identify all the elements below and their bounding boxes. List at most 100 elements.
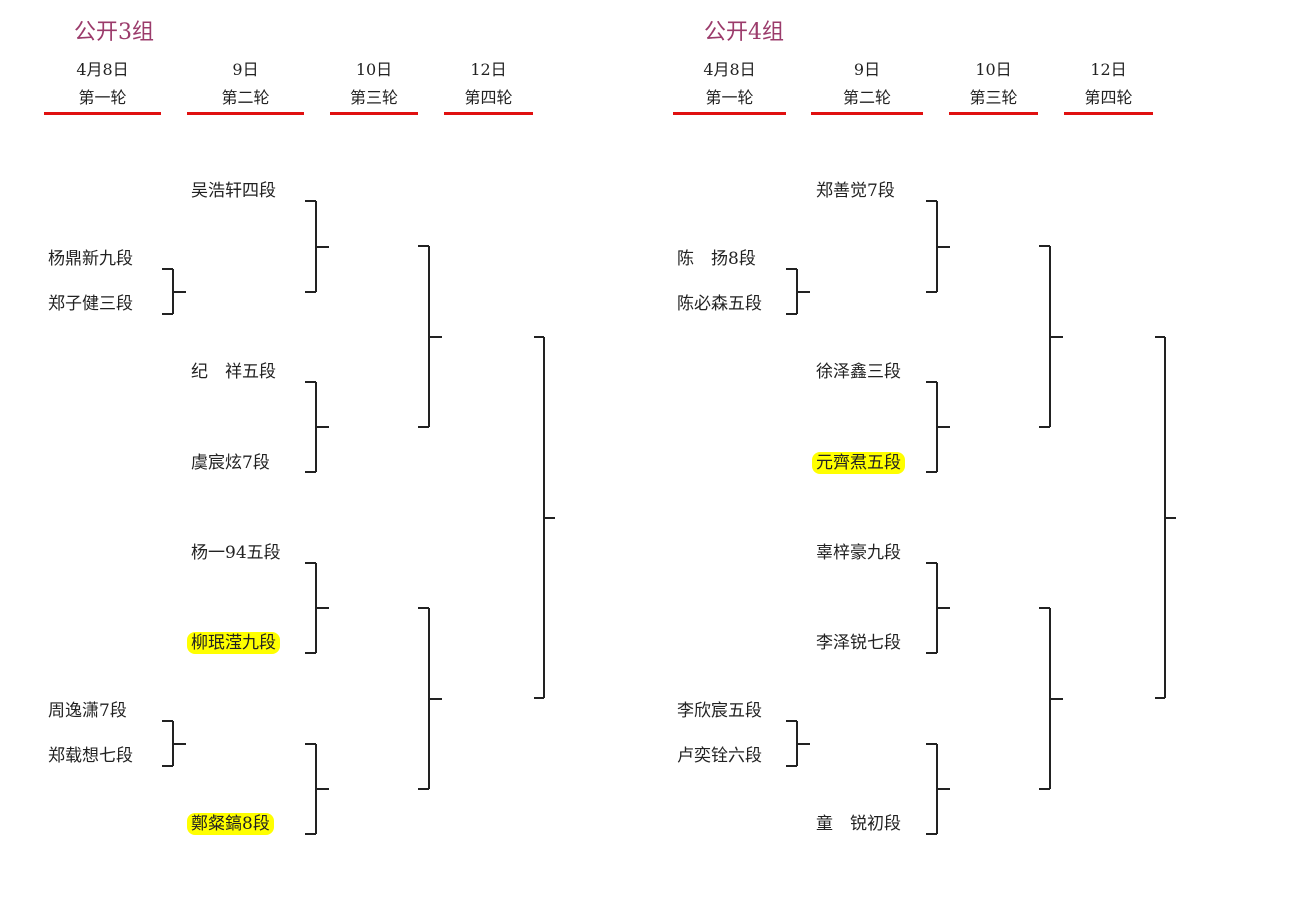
player-round2: 柳珉滢九段: [187, 632, 280, 654]
round-date: 4月8日: [703, 60, 756, 79]
round-date: 10日: [355, 60, 393, 79]
bracket-line: [534, 336, 544, 338]
bracket-line: [937, 245, 950, 248]
bracket-line: [418, 245, 429, 247]
round-label: 第四轮: [1084, 88, 1133, 107]
player-round2: 辜梓豪九段: [816, 543, 901, 563]
round-date: 9日: [232, 60, 259, 79]
bracket-line: [316, 426, 329, 428]
player-round1: 陈 扬8段: [677, 249, 756, 269]
player-round2: 李泽锐七段: [816, 633, 901, 653]
bracket-line: [1050, 335, 1063, 338]
bracket-line: [1155, 697, 1165, 699]
bracket-line: [1039, 426, 1050, 428]
bracket-line: [305, 381, 316, 383]
bracket-line: [786, 765, 797, 767]
player-round2: 徐泽鑫三段: [816, 362, 901, 382]
player-round2: 元齊焄五段: [812, 452, 905, 474]
bracket-line: [305, 562, 316, 564]
round-date: 10日: [975, 60, 1012, 79]
bracket-line: [1039, 245, 1050, 247]
bracket-line: [305, 652, 316, 654]
bracket-line: [418, 788, 429, 790]
round-label: 第二轮: [842, 88, 891, 107]
player-round2: 虞宸炫7段: [191, 453, 270, 473]
bracket-line: [926, 381, 937, 383]
bracket-line: [926, 562, 937, 564]
bracket-line: [926, 743, 937, 745]
player-round2: 吴浩轩四段: [191, 181, 276, 201]
round-header: 4月8日第一轮: [44, 56, 161, 115]
player-round2: 郑善觉7段: [816, 181, 895, 201]
player-round1: 周逸潇7段: [48, 701, 127, 721]
bracket-line: [162, 765, 173, 767]
player-round2: 鄭粲鎬8段: [187, 813, 274, 835]
round-header: 9日第二轮: [187, 56, 304, 115]
bracket-group-1: 公开3组 4月8日第一轮 9日第二轮 10日第三轮 12日第四轮杨鼎新九段郑子健三段周逸…: [0, 0, 630, 919]
group-title: 公开3组: [74, 20, 154, 45]
player-round1: 郑子健三段: [48, 294, 133, 314]
round-header: 12日第四轮: [444, 56, 533, 115]
player-round1: 郑载想七段: [48, 746, 133, 766]
round-date: 4月8日: [76, 60, 129, 79]
round-header: 9日第二轮: [811, 56, 923, 115]
round-label: 第一轮: [78, 88, 127, 107]
player-round1: 杨鼎新九段: [48, 249, 133, 269]
bracket-line: [418, 607, 429, 609]
round-label: 第一轮: [705, 88, 754, 107]
player-round2: 杨一94五段: [191, 543, 281, 563]
bracket-line: [1165, 516, 1176, 519]
bracket-line: [544, 516, 555, 519]
bracket-line: [173, 290, 186, 293]
bracket-line: [162, 720, 173, 722]
bracket-line: [937, 788, 950, 790]
bracket-line: [316, 245, 329, 248]
bracket-line: [316, 788, 329, 790]
round-header: 12日第四轮: [1064, 56, 1153, 115]
round-date: 12日: [1090, 60, 1127, 79]
player-round1: 陈必森五段: [677, 294, 762, 314]
bracket-line: [305, 833, 316, 835]
player-round2: 纪 祥五段: [191, 362, 276, 382]
bracket-line: [786, 268, 797, 270]
bracket-line: [937, 426, 950, 428]
bracket-line: [926, 833, 937, 835]
bracket-line: [1050, 697, 1063, 700]
bracket-line: [534, 697, 544, 699]
player-round1: 卢奕铨六段: [677, 746, 762, 766]
bracket-line: [1155, 336, 1165, 338]
bracket-line: [429, 335, 442, 338]
round-label: 第四轮: [464, 88, 513, 107]
bracket-line: [797, 290, 810, 293]
bracket-line: [1039, 788, 1050, 790]
round-date: 9日: [853, 60, 881, 79]
bracket-line: [926, 471, 937, 473]
bracket-line: [173, 742, 186, 745]
round-header: 10日第三轮: [330, 56, 418, 115]
group-title: 公开4组: [704, 20, 784, 45]
bracket-line: [418, 426, 429, 428]
bracket-line: [305, 471, 316, 473]
bracket-line: [305, 200, 316, 202]
player-round1: 李欣宸五段: [677, 701, 762, 721]
bracket-line: [429, 697, 442, 700]
bracket-line: [926, 200, 937, 202]
round-header: 10日第三轮: [949, 56, 1038, 115]
bracket-line: [786, 720, 797, 722]
bracket-line: [162, 313, 173, 315]
bracket-group-2: 公开4组 4月8日第一轮 9日第二轮 10日第三轮 12日第四轮陈 扬8段陈必森五段李欣…: [626, 0, 1256, 919]
bracket-line: [162, 268, 173, 270]
round-label: 第二轮: [221, 88, 270, 107]
bracket-line: [305, 743, 316, 745]
bracket-line: [786, 313, 797, 315]
round-label: 第三轮: [969, 88, 1018, 107]
player-round2: 童 锐初段: [816, 814, 901, 834]
round-date: 12日: [470, 60, 507, 79]
bracket-line: [926, 291, 937, 293]
bracket-line: [1039, 607, 1050, 609]
bracket-line: [305, 291, 316, 293]
bracket-line: [797, 742, 810, 745]
bracket-line: [926, 652, 937, 654]
round-label: 第三轮: [349, 88, 398, 107]
bracket-line: [937, 607, 950, 609]
